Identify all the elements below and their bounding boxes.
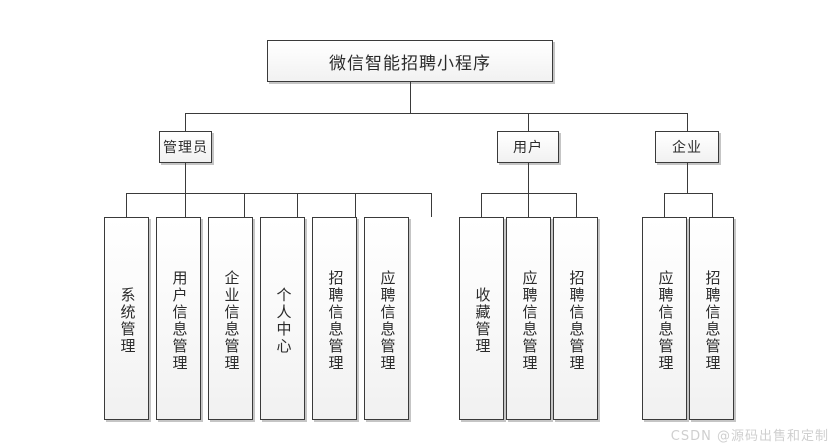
node-user-child-1[interactable]: 收藏管理	[459, 217, 504, 420]
connector-enterprise-drop-1	[664, 193, 665, 217]
connector-enterprise-bus	[664, 193, 712, 194]
node-enterprise-child-2-label: 招聘信息管理	[703, 269, 722, 372]
connector-admin-drop-6	[431, 193, 432, 217]
connector-admin-drop-5	[355, 193, 356, 217]
node-enterprise-child-1-label: 应聘信息管理	[656, 269, 675, 372]
node-admin-child-5-label: 招聘信息管理	[326, 269, 345, 372]
connector-admin-drop-4	[297, 193, 298, 217]
node-enterprise-label: 企业	[672, 140, 702, 156]
node-enterprise[interactable]: 企业	[655, 131, 719, 163]
node-user-child-3[interactable]: 招聘信息管理	[553, 217, 598, 420]
connector-level1-bus	[185, 113, 687, 114]
connector-user-drop-3	[576, 193, 577, 217]
connector-root-stem	[410, 82, 411, 113]
node-user-label: 用户	[513, 140, 543, 156]
node-admin-child-3-label: 企业信息管理	[222, 269, 241, 372]
node-admin-child-1-label: 系统管理	[118, 286, 137, 355]
node-admin-child-4[interactable]: 个人中心	[260, 217, 305, 420]
node-admin-child-6-label: 应聘信息管理	[378, 269, 397, 372]
node-root[interactable]: 微信智能招聘小程序	[267, 40, 553, 82]
node-root-label: 微信智能招聘小程序	[329, 53, 491, 74]
node-admin-label: 管理员	[163, 140, 208, 156]
connector-admin-drop-2	[185, 193, 186, 217]
node-user[interactable]: 用户	[497, 131, 559, 163]
connector-admin-stem	[185, 163, 186, 193]
connector-admin-bus	[126, 193, 431, 194]
connector-admin-drop-3	[244, 193, 245, 217]
node-admin-child-2[interactable]: 用户信息管理	[156, 217, 201, 420]
node-user-child-2[interactable]: 应聘信息管理	[506, 217, 551, 420]
connector-enterprise-stem	[687, 163, 688, 193]
node-user-child-2-label: 应聘信息管理	[520, 269, 539, 372]
connector-drop-admin	[185, 113, 186, 131]
node-admin[interactable]: 管理员	[159, 131, 212, 163]
node-admin-child-6[interactable]: 应聘信息管理	[364, 217, 409, 420]
connector-admin-drop-1	[126, 193, 127, 217]
connector-drop-user	[528, 113, 529, 131]
node-user-child-3-label: 招聘信息管理	[567, 269, 586, 372]
node-admin-child-4-label: 个人中心	[274, 286, 293, 355]
node-admin-child-3[interactable]: 企业信息管理	[208, 217, 253, 420]
connector-user-drop-2	[528, 193, 529, 217]
connector-drop-enterprise	[687, 113, 688, 131]
connector-user-drop-1	[481, 193, 482, 217]
node-admin-child-2-label: 用户信息管理	[170, 269, 189, 372]
node-user-child-1-label: 收藏管理	[473, 286, 492, 355]
connector-user-stem	[528, 163, 529, 193]
node-enterprise-child-1[interactable]: 应聘信息管理	[642, 217, 687, 420]
connector-enterprise-drop-2	[712, 193, 713, 217]
node-admin-child-1[interactable]: 系统管理	[104, 217, 149, 420]
watermark-text: CSDN @源码出售和定制	[670, 429, 829, 444]
node-enterprise-child-2[interactable]: 招聘信息管理	[689, 217, 734, 420]
node-admin-child-5[interactable]: 招聘信息管理	[312, 217, 357, 420]
